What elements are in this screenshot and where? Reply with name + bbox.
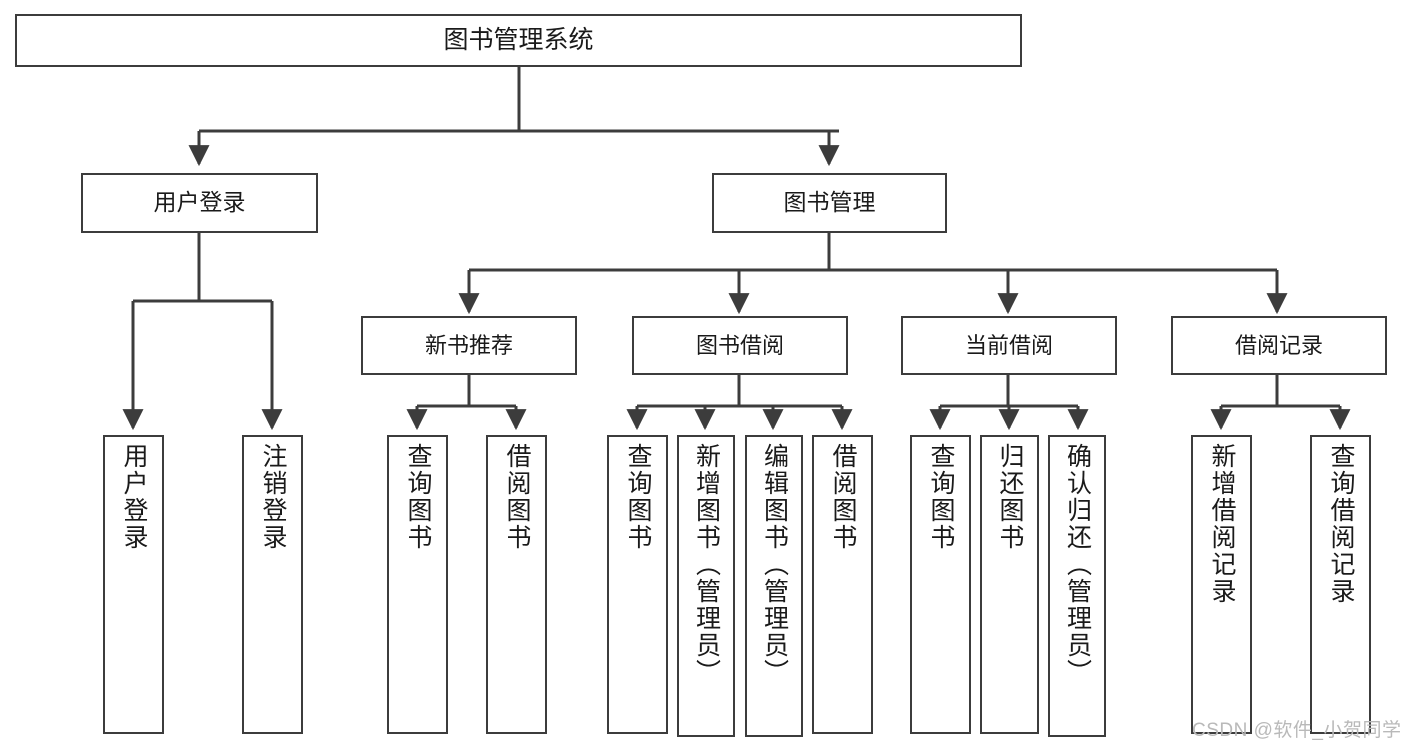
node-leaf-return-book[interactable]: 归还图书 bbox=[980, 435, 1039, 734]
node-book-borrow[interactable]: 图书借阅 bbox=[632, 316, 848, 375]
node-leaf-query-record[interactable]: 查询借阅记录 bbox=[1310, 435, 1371, 734]
node-leaf-add-book-label: 新增图书（管理员） bbox=[692, 443, 721, 686]
node-new-book-recommend[interactable]: 新书推荐 bbox=[361, 316, 577, 375]
node-leaf-add-book[interactable]: 新增图书（管理员） bbox=[677, 435, 735, 737]
node-leaf-borrow-book-1[interactable]: 借阅图书 bbox=[486, 435, 547, 734]
node-user-login-label: 用户登录 bbox=[153, 189, 246, 216]
node-leaf-query-record-label: 查询借阅记录 bbox=[1327, 443, 1355, 605]
node-leaf-query-book-3[interactable]: 查询图书 bbox=[910, 435, 971, 734]
watermark-text: CSDN @软件_小贺同学 bbox=[1192, 720, 1402, 741]
node-user-login[interactable]: 用户登录 bbox=[81, 173, 318, 233]
node-leaf-user-logout[interactable]: 注销登录 bbox=[242, 435, 303, 734]
node-leaf-user-login[interactable]: 用户登录 bbox=[103, 435, 164, 734]
node-leaf-add-record[interactable]: 新增借阅记录 bbox=[1191, 435, 1252, 734]
node-root-label: 图书管理系统 bbox=[443, 25, 594, 54]
node-leaf-confirm-return-label: 确认归还（管理员） bbox=[1063, 443, 1092, 686]
node-new-book-recommend-label: 新书推荐 bbox=[424, 332, 513, 358]
node-leaf-edit-book-label: 编辑图书（管理员） bbox=[760, 443, 789, 686]
node-current-borrow-label: 当前借阅 bbox=[964, 332, 1053, 358]
node-root[interactable]: 图书管理系统 bbox=[15, 14, 1022, 67]
node-borrow-record-label: 借阅记录 bbox=[1234, 332, 1323, 358]
node-leaf-confirm-return[interactable]: 确认归还（管理员） bbox=[1048, 435, 1106, 737]
node-current-borrow[interactable]: 当前借阅 bbox=[901, 316, 1117, 375]
node-leaf-query-book-1-label: 查询图书 bbox=[404, 443, 432, 551]
node-leaf-edit-book[interactable]: 编辑图书（管理员） bbox=[745, 435, 803, 737]
node-leaf-borrow-book-2-label: 借阅图书 bbox=[829, 443, 857, 551]
node-leaf-query-book-3-label: 查询图书 bbox=[927, 443, 955, 551]
node-leaf-borrow-book-1-label: 借阅图书 bbox=[503, 443, 531, 551]
node-book-management-label: 图书管理 bbox=[783, 189, 876, 216]
node-leaf-query-book-2-label: 查询图书 bbox=[624, 443, 652, 551]
node-book-management[interactable]: 图书管理 bbox=[712, 173, 947, 233]
node-leaf-query-book-1[interactable]: 查询图书 bbox=[387, 435, 448, 734]
node-borrow-record[interactable]: 借阅记录 bbox=[1171, 316, 1387, 375]
node-leaf-user-login-label: 用户登录 bbox=[120, 443, 148, 551]
node-book-borrow-label: 图书借阅 bbox=[695, 332, 784, 358]
node-leaf-add-record-label: 新增借阅记录 bbox=[1208, 443, 1236, 605]
node-leaf-borrow-book-2[interactable]: 借阅图书 bbox=[812, 435, 873, 734]
node-leaf-return-book-label: 归还图书 bbox=[996, 443, 1024, 551]
node-leaf-query-book-2[interactable]: 查询图书 bbox=[607, 435, 668, 734]
node-leaf-user-logout-label: 注销登录 bbox=[259, 443, 287, 551]
